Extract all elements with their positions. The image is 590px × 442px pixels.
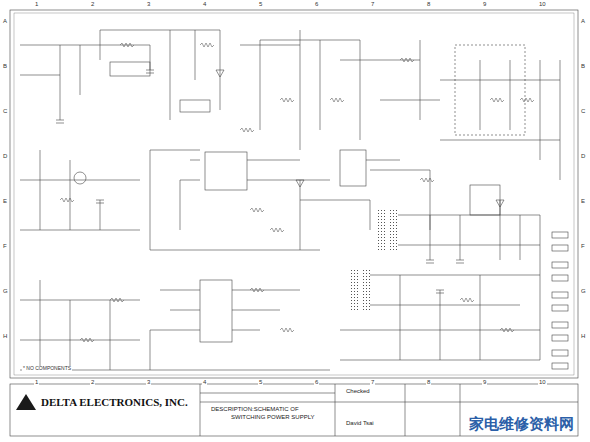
resistor-symbol bbox=[250, 288, 264, 292]
description: SWITCHING POWER SUPPLY bbox=[230, 414, 316, 421]
resistor-symbol bbox=[240, 128, 254, 132]
sheet-frame bbox=[10, 10, 578, 378]
column-number: 8 bbox=[426, 379, 431, 386]
resistor-symbol bbox=[200, 43, 214, 47]
column-number: 2 bbox=[90, 1, 95, 8]
column-number: 1 bbox=[34, 379, 39, 386]
row-letter: F bbox=[2, 243, 8, 250]
column-number: 4 bbox=[202, 379, 207, 386]
row-letter: D bbox=[580, 153, 586, 160]
ic-block bbox=[470, 185, 500, 215]
column-number: 3 bbox=[146, 379, 151, 386]
column-number: 6 bbox=[314, 379, 319, 386]
resistor-symbol bbox=[60, 198, 74, 202]
column-number: 9 bbox=[482, 379, 487, 386]
column-number: 6 bbox=[314, 1, 319, 8]
row-letter: F bbox=[580, 243, 586, 250]
row-letter: G bbox=[2, 288, 9, 295]
resistor-symbol bbox=[250, 208, 264, 212]
column-number: 5 bbox=[258, 1, 263, 8]
resistor-symbol bbox=[280, 98, 294, 102]
resistor-symbol bbox=[500, 328, 514, 332]
description: DESCRIPTION:SCHEMATIC OF bbox=[210, 406, 300, 413]
column-number: 9 bbox=[482, 1, 487, 8]
row-letter: G bbox=[580, 288, 587, 295]
row-letter: B bbox=[2, 63, 8, 70]
row-letter: E bbox=[2, 198, 8, 205]
row-letter: B bbox=[580, 63, 586, 70]
fan-symbol bbox=[74, 172, 86, 184]
company-name: DELTA ELECTRONICS, INC. bbox=[40, 396, 189, 408]
watermark: 家电维修资料网 bbox=[468, 416, 575, 433]
checked-label: Checked bbox=[345, 388, 371, 395]
ic-block bbox=[340, 150, 366, 186]
row-letter: H bbox=[580, 333, 586, 340]
row-letter: A bbox=[580, 18, 586, 25]
row-letter: H bbox=[2, 333, 8, 340]
column-number: 10 bbox=[538, 1, 547, 8]
column-number: 10 bbox=[538, 379, 547, 386]
row-letter: C bbox=[580, 108, 586, 115]
sub-board bbox=[455, 45, 525, 135]
ic-block bbox=[205, 152, 247, 190]
note: * NO COMPONENTS bbox=[22, 366, 72, 372]
column-number: 5 bbox=[258, 379, 263, 386]
resistor-symbol bbox=[120, 43, 134, 47]
row-letter: C bbox=[2, 108, 8, 115]
resistor-symbol bbox=[270, 228, 284, 232]
resistor-symbol bbox=[490, 98, 504, 102]
resistor-symbol bbox=[110, 298, 124, 302]
resistor-symbol bbox=[280, 328, 294, 332]
column-number: 3 bbox=[146, 1, 151, 8]
ic-block bbox=[200, 280, 232, 342]
resistor-symbol bbox=[420, 178, 434, 182]
resistor-symbol bbox=[520, 98, 534, 102]
resistor-symbol bbox=[400, 58, 414, 62]
column-number: 7 bbox=[370, 1, 375, 8]
column-number: 1 bbox=[34, 1, 39, 8]
logo-mark bbox=[16, 394, 36, 410]
column-number: 7 bbox=[370, 379, 375, 386]
column-number: 4 bbox=[202, 1, 207, 8]
resistor-symbol bbox=[460, 298, 474, 302]
column-number: 8 bbox=[426, 1, 431, 8]
row-letter: A bbox=[2, 18, 8, 25]
resistor-symbol bbox=[80, 338, 94, 342]
row-letter: D bbox=[2, 153, 8, 160]
drawn-by: David Tsai bbox=[345, 420, 375, 427]
column-number: 2 bbox=[90, 379, 95, 386]
resistor-symbol bbox=[330, 98, 344, 102]
title-block bbox=[10, 384, 578, 436]
row-letter: E bbox=[580, 198, 586, 205]
output-connector bbox=[552, 232, 568, 369]
